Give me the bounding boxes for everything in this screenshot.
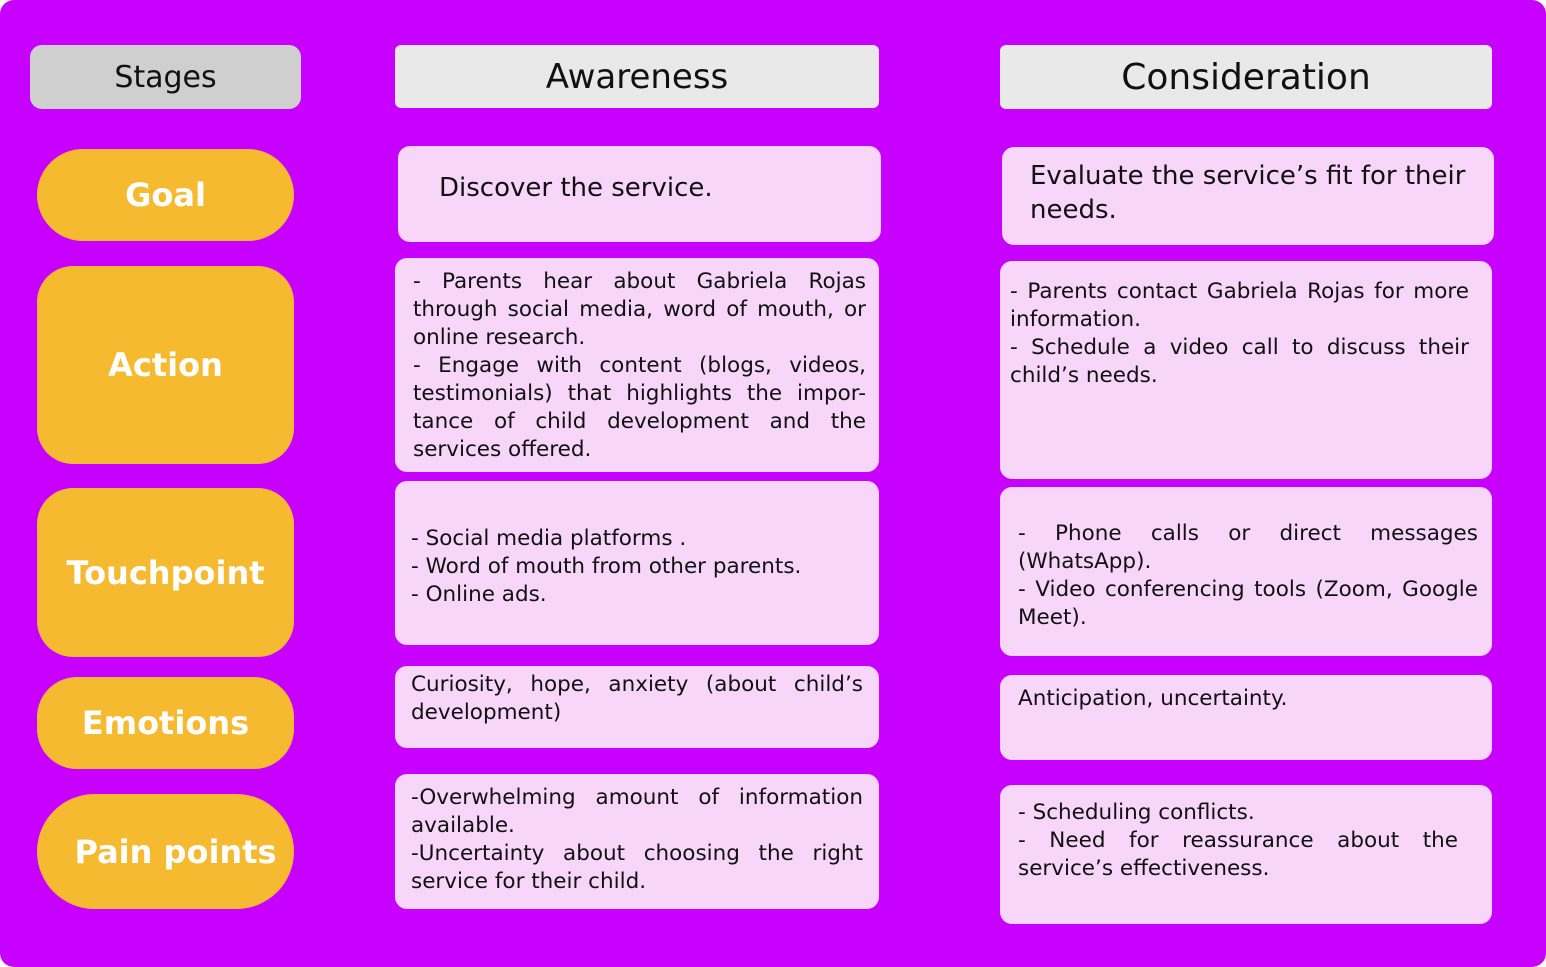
awareness-header: Awareness bbox=[395, 45, 879, 108]
consideration-header-label: Consideration bbox=[1121, 56, 1371, 98]
stage-action-label: Action bbox=[108, 346, 223, 384]
stages-header: Stages bbox=[30, 45, 301, 109]
stage-touchpoint: Touchpoint bbox=[37, 488, 294, 657]
stages-header-label: Stages bbox=[114, 59, 217, 95]
consideration-goal-text: Evaluate the service’s fit for their nee… bbox=[1030, 161, 1466, 225]
awareness-emotions-card: Curiosity, hope, anxiety (about child’s … bbox=[395, 666, 879, 748]
consideration-action-text: - Parents contact Gabriela Rojas for mor… bbox=[1010, 279, 1469, 388]
stage-emotions-label: Emotions bbox=[81, 704, 250, 742]
awareness-pain-points-card: -Overwhelming amount of information avai… bbox=[395, 774, 879, 909]
consideration-action-card: - Parents contact Gabriela Rojas for mor… bbox=[1000, 261, 1492, 479]
stage-pain-points-label: Pain points bbox=[74, 832, 277, 871]
consideration-pain-points-text: - Scheduling conflicts. - Need for reass… bbox=[1018, 800, 1458, 881]
consideration-header: Consideration bbox=[1000, 45, 1492, 109]
stage-goal: Goal bbox=[37, 149, 294, 241]
consideration-touchpoint-text: - Phone calls or direct messages (WhatsA… bbox=[1018, 521, 1478, 630]
awareness-goal-text: Discover the service. bbox=[439, 173, 713, 203]
awareness-touchpoint-text: - Social media platforms . - Word of mou… bbox=[411, 526, 802, 607]
awareness-action-text: - Parents hear about Gabriela Rojas thro… bbox=[413, 269, 866, 462]
consideration-goal-card: Evaluate the service’s fit for their nee… bbox=[1002, 147, 1494, 245]
consideration-emotions-card: Anticipation, uncertainty. bbox=[1000, 675, 1492, 760]
stage-action: Action bbox=[37, 266, 294, 464]
awareness-emotions-text: Curiosity, hope, anxiety (about child’s … bbox=[411, 672, 863, 725]
stage-touchpoint-label: Touchpoint bbox=[66, 553, 265, 592]
awareness-header-label: Awareness bbox=[545, 56, 729, 97]
consideration-touchpoint-card: - Phone calls or direct messages (WhatsA… bbox=[1000, 487, 1492, 656]
stage-emotions: Emotions bbox=[37, 677, 294, 769]
consideration-emotions-text: Anticipation, uncertainty. bbox=[1018, 686, 1288, 711]
awareness-touchpoint-card: - Social media platforms . - Word of mou… bbox=[395, 481, 879, 645]
consideration-pain-points-card: - Scheduling conflicts. - Need for reass… bbox=[1000, 785, 1492, 924]
awareness-goal-card: Discover the service. bbox=[398, 146, 881, 242]
awareness-pain-points-text: -Overwhelming amount of information avai… bbox=[411, 785, 863, 894]
stage-pain-points: Pain points bbox=[37, 794, 294, 909]
stage-goal-label: Goal bbox=[125, 176, 206, 214]
awareness-action-card: - Parents hear about Gabriela Rojas thro… bbox=[395, 258, 879, 472]
